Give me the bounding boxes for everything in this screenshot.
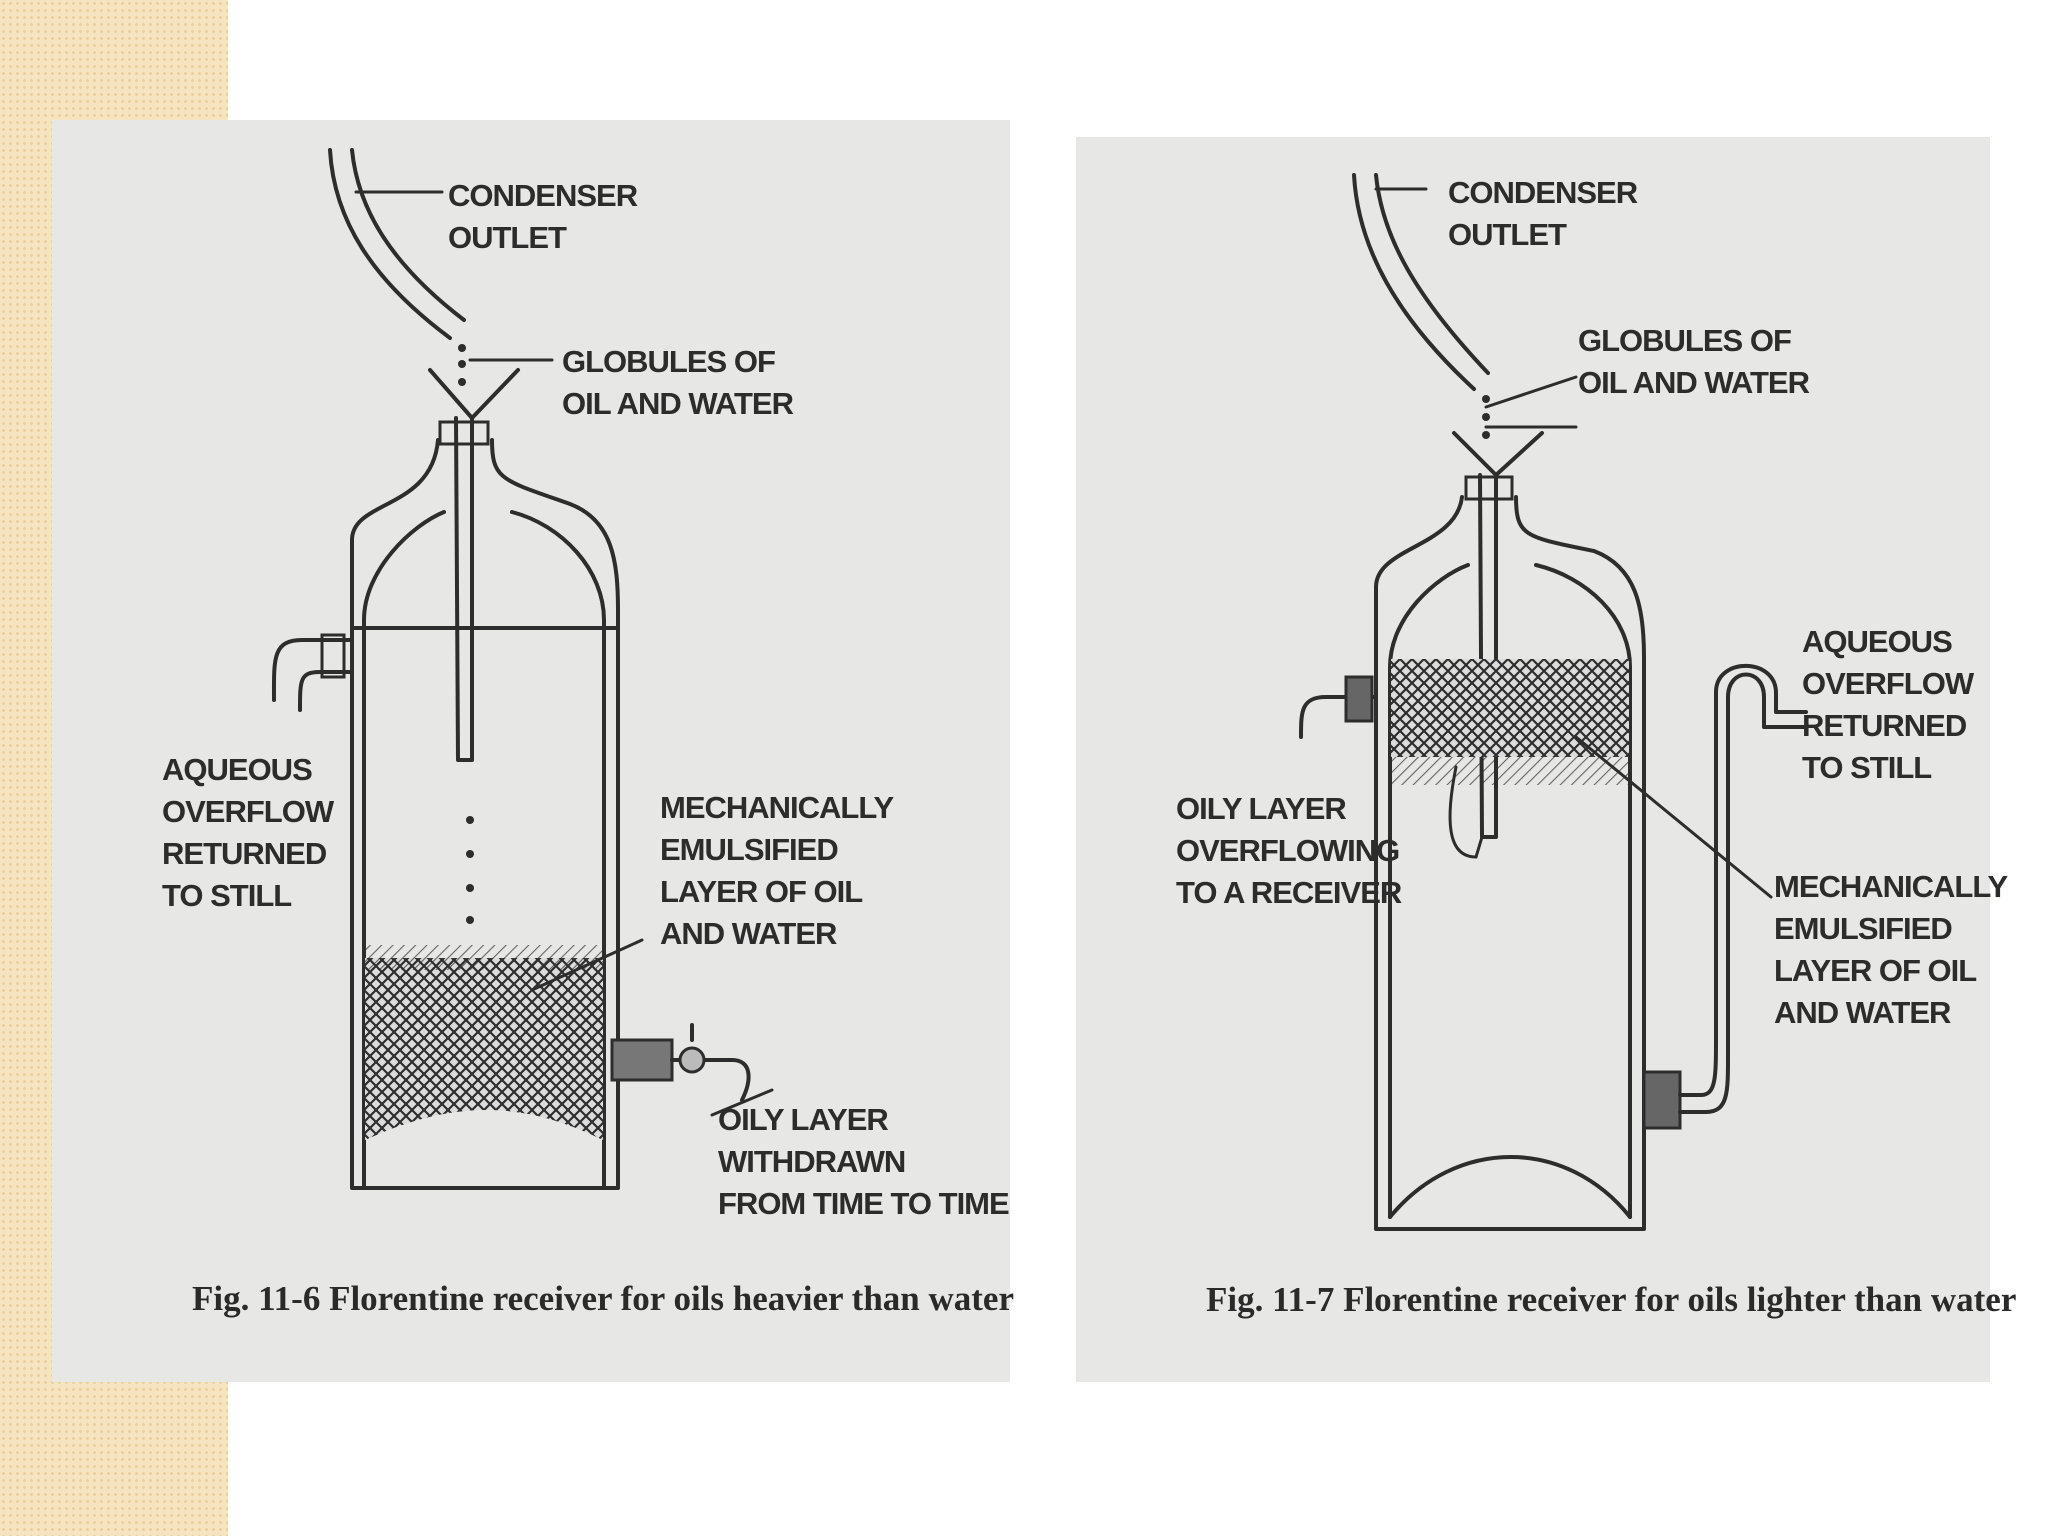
- svg-text:OVERFLOW: OVERFLOW: [1802, 666, 1975, 701]
- svg-text:OILY LAYER: OILY LAYER: [718, 1102, 888, 1137]
- falling-droplets: [458, 344, 474, 924]
- figure-11-7-diagram: CONDENSER OUTLET GLOBULES OF OIL AND WAT…: [1176, 173, 2016, 1319]
- emulsified-layer: [365, 958, 603, 1140]
- figure-11-7-panel: CONDENSER OUTLET GLOBULES OF OIL AND WAT…: [1076, 137, 2016, 1382]
- figure-11-6-panel: CONDENSER OUTLET GLOBULES OF OIL AND WAT…: [52, 120, 1014, 1382]
- svg-text:FROM TIME TO TIME: FROM TIME TO TIME: [718, 1186, 1009, 1221]
- emulsified-layer-label: MECHANICALLY EMULSIFIED LAYER OF OIL AND…: [660, 790, 895, 951]
- svg-text:OVERFLOWING: OVERFLOWING: [1176, 833, 1399, 868]
- aqueous-overflow-tube: [271, 633, 354, 712]
- svg-text:OILY LAYER: OILY LAYER: [1176, 791, 1346, 826]
- funnel: [428, 368, 520, 762]
- figure-caption: Fig. 11-6 Florentine receiver for oils h…: [192, 1279, 1014, 1318]
- emulsified-leader-line: [530, 938, 644, 992]
- oily-layer-label: OILY LAYER WITHDRAWN FROM TIME TO TIME: [718, 1102, 1010, 1221]
- svg-text:OUTLET: OUTLET: [448, 220, 567, 255]
- condenser-outlet-label: CONDENSER OUTLET: [1448, 175, 1639, 252]
- aqueous-overflow-label: AQUEOUS OVERFLOW RETURNED TO STILL: [162, 752, 336, 913]
- funnel: [1452, 431, 1544, 839]
- svg-text:LAYER OF OIL: LAYER OF OIL: [1774, 953, 1976, 988]
- svg-text:OUTLET: OUTLET: [1448, 217, 1567, 252]
- condenser-outlet-label: CONDENSER OUTLET: [448, 178, 639, 255]
- globules-label: GLOBULES OF OIL AND WATER: [1578, 323, 1811, 400]
- globules-label: GLOBULES OF OIL AND WATER: [562, 344, 795, 421]
- svg-text:OIL AND WATER: OIL AND WATER: [1578, 365, 1810, 400]
- svg-text:TO A RECEIVER: TO A RECEIVER: [1176, 875, 1402, 910]
- svg-text:AND WATER: AND WATER: [1774, 995, 1951, 1030]
- hatch-band: [365, 945, 603, 970]
- falling-droplets: [1482, 395, 1490, 439]
- svg-text:TO STILL: TO STILL: [1802, 750, 1931, 785]
- receiver-vessel: [350, 438, 620, 1190]
- globules-leader-line: [1484, 375, 1578, 429]
- svg-text:OVERFLOW: OVERFLOW: [162, 794, 335, 829]
- svg-text:RETURNED: RETURNED: [162, 836, 327, 871]
- svg-text:EMULSIFIED: EMULSIFIED: [1774, 911, 1952, 946]
- condenser-outlet-tube: [328, 148, 466, 340]
- aqueous-overflow-label: AQUEOUS OVERFLOW RETURNED TO STILL: [1802, 624, 1976, 785]
- svg-text:WITHDRAWN: WITHDRAWN: [718, 1144, 905, 1179]
- svg-text:AQUEOUS: AQUEOUS: [162, 752, 312, 787]
- svg-text:CONDENSER: CONDENSER: [1448, 175, 1638, 210]
- oily-layer-overflow-tube: [1299, 675, 1378, 739]
- svg-text:AQUEOUS: AQUEOUS: [1802, 624, 1952, 659]
- inner-tube-tip: [1448, 765, 1484, 859]
- figure-caption: Fig. 11-7 Florentine receiver for oils l…: [1206, 1280, 2016, 1319]
- svg-text:LAYER OF OIL: LAYER OF OIL: [660, 874, 862, 909]
- emulsified-layer: [1391, 659, 1629, 757]
- condenser-outlet-tube: [1352, 173, 1490, 391]
- svg-text:GLOBULES OF: GLOBULES OF: [562, 344, 775, 379]
- svg-text:AND WATER: AND WATER: [660, 916, 837, 951]
- emulsified-layer-label: MECHANICALLY EMULSIFIED LAYER OF OIL AND…: [1774, 869, 2009, 1030]
- svg-text:MECHANICALLY: MECHANICALLY: [660, 790, 894, 825]
- emulsified-leader-line: [1574, 735, 1773, 899]
- svg-text:EMULSIFIED: EMULSIFIED: [660, 832, 838, 867]
- svg-text:RETURNED: RETURNED: [1802, 708, 1967, 743]
- svg-text:MECHANICALLY: MECHANICALLY: [1774, 869, 2008, 904]
- hatch-band: [1391, 757, 1629, 785]
- figure-11-6-diagram: CONDENSER OUTLET GLOBULES OF OIL AND WAT…: [162, 148, 1014, 1318]
- aqueous-overflow-tube: [1642, 663, 1808, 1130]
- svg-text:OIL AND WATER: OIL AND WATER: [562, 386, 794, 421]
- svg-text:CONDENSER: CONDENSER: [448, 178, 638, 213]
- svg-text:GLOBULES OF: GLOBULES OF: [1578, 323, 1791, 358]
- draw-off-tap: [610, 1023, 774, 1117]
- receiver-vessel: [1374, 495, 1646, 1231]
- oily-layer-label: OILY LAYER OVERFLOWING TO A RECEIVER: [1176, 791, 1403, 910]
- svg-text:TO STILL: TO STILL: [162, 878, 291, 913]
